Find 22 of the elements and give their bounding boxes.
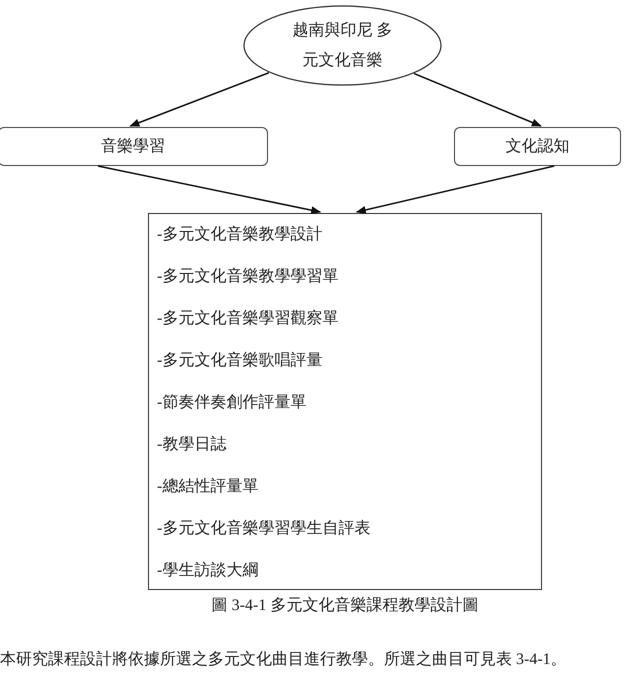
arrow [98,165,322,214]
process-box [0,127,268,166]
body-paragraph: 本研究課程設計將依據所選之多元文化曲目進行教學。所選之曲目可見表 3-4-1。 [0,650,568,670]
list-item: -學生訪談大綱 [157,560,260,581]
list-item: -多元文化音樂教學學習單 [157,266,340,287]
list-item: -節奏伴奏創作評量單 [157,392,308,413]
arrow [129,72,270,127]
list-box [148,213,542,590]
arrow [356,165,554,214]
process-box [454,127,621,166]
figure-caption: 圖 3-4-1 多元文化音樂課程教學設計圖 [210,596,480,616]
list-item: -多元文化音樂學習觀察單 [157,308,340,329]
list-item: -多元文化音樂學習學生自評表 [157,518,372,539]
node-label: 越南與印尼 多元文化音樂 [292,20,394,70]
node-label: 音樂學習 [101,136,165,156]
node-label: 文化認知 [506,136,570,156]
list-item: -總結性評量單 [157,476,260,497]
arrow [414,72,542,127]
topic-ellipse [243,5,442,86]
list-item: -教學日誌 [157,434,228,455]
list-item: -多元文化音樂歌唱評量 [157,350,324,371]
list-item: -多元文化音樂教學設計 [157,224,324,245]
